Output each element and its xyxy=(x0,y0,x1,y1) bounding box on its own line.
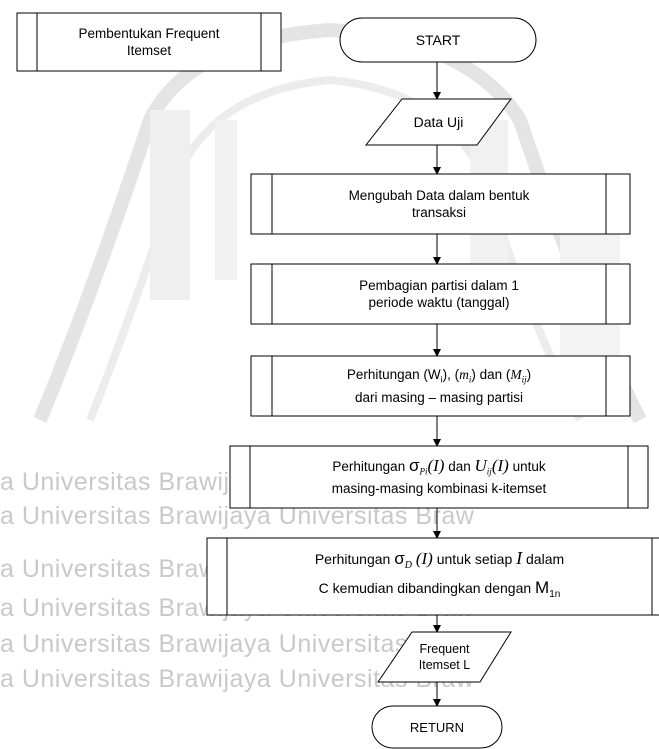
math-symbol: m xyxy=(459,367,469,383)
math-symbol: U xyxy=(474,455,487,475)
perhitungan-sigma-p-label: Perhitungan σPi(I) dan Uij(I) untuk masi… xyxy=(250,446,628,508)
text-fragment: ) xyxy=(526,367,532,383)
math-symbol: I xyxy=(516,548,523,569)
text-fragment: Perhitungan (W xyxy=(346,367,441,383)
text-fragment: untuk setiap xyxy=(436,551,513,568)
pembagian-line-2: periode waktu (tanggal) xyxy=(368,295,510,310)
text-fragment: ), ( xyxy=(442,367,460,383)
text-fragment: Perhitungan xyxy=(332,458,406,474)
legend-line-1: Pembentukan Frequent xyxy=(78,26,220,41)
text-fragment: C kemudian dibandingkan dengan xyxy=(318,580,532,596)
subscript: Pi xyxy=(419,466,428,477)
subscript: i xyxy=(468,374,472,385)
perhitungan-sigma-d-line-1: Perhitungan σD (I) untuk setiap I dalam xyxy=(315,547,564,577)
mengubah-line-1: Mengubah Data dalam bentuk xyxy=(348,188,530,203)
subscript: ij xyxy=(521,374,527,385)
return-terminator xyxy=(371,705,503,749)
frequent-itemset-output-shape xyxy=(377,631,512,683)
sigma-symbol: σ xyxy=(394,549,405,569)
pembagian-process-box xyxy=(250,263,631,325)
text-fragment: Perhitungan xyxy=(314,551,391,568)
text-fragment: dalam xyxy=(526,551,565,568)
data-uji-label: Data Uji xyxy=(413,113,464,130)
perhitungan-sigma-p-process-box xyxy=(229,445,649,509)
text-fragment: untuk xyxy=(512,458,546,474)
start-label: START xyxy=(415,31,461,48)
legend-process-label: Pembentukan Frequent Itemset xyxy=(37,13,261,71)
perhitungan-w-process-box xyxy=(250,355,631,417)
mengubah-line-2: transaksi xyxy=(411,205,467,220)
subscript: D xyxy=(404,560,412,571)
mengubah-process-box xyxy=(250,173,631,235)
frequent-itemset-label: Frequent Itemset L xyxy=(378,632,511,682)
perhitungan-sigma-d-label: Perhitungan σD (I) untuk setiap I dalam … xyxy=(227,538,652,615)
math-argument: (I) xyxy=(491,455,509,475)
subscript: i xyxy=(440,374,443,385)
perhitungan-sigma-d-process-box xyxy=(206,537,659,616)
text-fragment: ) dan ( xyxy=(471,367,511,383)
subscript: 1n xyxy=(549,588,561,600)
perhitungan-w-line-1: Perhitungan (Wi), (mi) dan (Mij) xyxy=(347,366,531,389)
pembagian-line-1: Pembagian partisi dalam 1 xyxy=(359,278,519,293)
perhitungan-sigma-p-line-1: Perhitungan σPi(I) dan Uij(I) untuk xyxy=(332,457,545,481)
math-argument: (I) xyxy=(415,549,433,569)
perhitungan-w-line-2: dari masing – masing partisi xyxy=(354,389,524,405)
watermark-row: a Universitas Brawijaya Universitas Braw xyxy=(0,630,475,658)
start-terminator xyxy=(339,17,537,63)
math-symbol: M xyxy=(510,367,522,383)
legend-process-box xyxy=(16,12,282,72)
perhitungan-sigma-p-line-2: masing-masing kombinasi k-itemset xyxy=(331,481,547,497)
sigma-symbol: σ xyxy=(408,455,420,475)
legend-line-2: Itemset xyxy=(126,43,172,58)
frequent-line-2: Itemset L xyxy=(418,658,471,672)
math-argument: (I) xyxy=(427,455,445,475)
perhitungan-sigma-d-line-2: C kemudian dibandingkan dengan M1n xyxy=(319,577,561,606)
return-label: RETURN xyxy=(409,719,465,735)
pembagian-label: Pembagian partisi dalam 1 periode waktu … xyxy=(272,264,606,324)
perhitungan-w-label: Perhitungan (Wi), (mi) dan (Mij) dari ma… xyxy=(272,356,606,416)
math-symbol: M xyxy=(535,578,550,597)
frequent-line-1: Frequent xyxy=(419,642,470,656)
data-uji-input-shape xyxy=(364,98,512,146)
mengubah-label: Mengubah Data dalam bentuk transaksi xyxy=(272,174,606,234)
text-fragment: dan xyxy=(448,458,471,474)
subscript: ij xyxy=(486,466,492,477)
